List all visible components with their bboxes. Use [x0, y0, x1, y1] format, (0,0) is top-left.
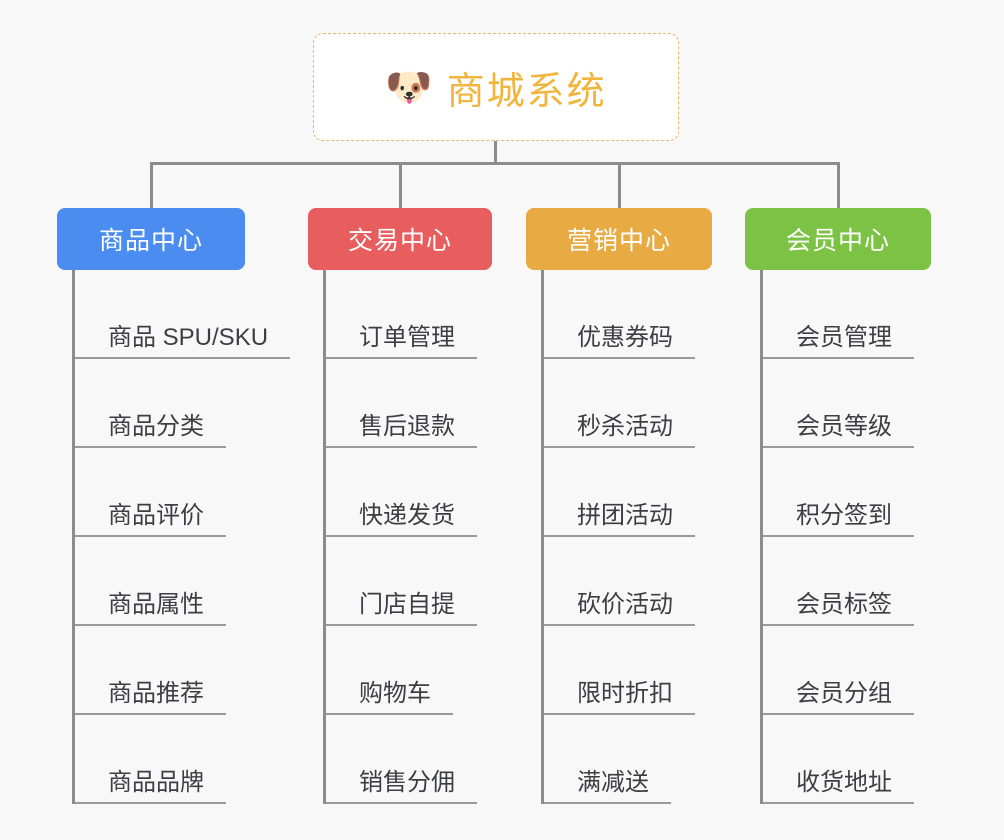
leaf-item-label: 会员标签 [796, 584, 914, 626]
leaf-item-label: 会员管理 [796, 317, 914, 359]
leaf-item[interactable]: 会员分组 [763, 626, 931, 715]
connector-drop-product-center [150, 162, 153, 208]
leaf-item-label: 快递发货 [359, 495, 477, 537]
leaf-item[interactable]: 限时折扣 [544, 626, 712, 715]
leaf-item-label: 购物车 [359, 673, 453, 715]
branch-header-label: 商品中心 [98, 227, 203, 255]
leaf-item-label: 满减送 [577, 762, 671, 804]
branch-header-trade-center[interactable]: 交易中心 [308, 208, 492, 270]
connector-drop-trade-center [399, 162, 402, 208]
root-node[interactable]: 🐶 商城系统 [313, 33, 679, 141]
branch-header-label: 会员中心 [785, 227, 890, 255]
leaf-item[interactable]: 会员标签 [763, 537, 931, 626]
leaf-item[interactable]: 门店自提 [326, 537, 492, 626]
leaf-item[interactable]: 优惠券码 [544, 270, 712, 359]
leaf-item[interactable]: 商品推荐 [75, 626, 245, 715]
leaf-item-label: 收货地址 [796, 762, 914, 804]
leaf-item[interactable]: 快递发货 [326, 448, 492, 537]
leaf-item-label: 门店自提 [359, 584, 477, 626]
leaf-item[interactable]: 商品 SPU/SKU [75, 270, 291, 359]
root-title: 商城系统 [446, 70, 607, 113]
leaf-list-member-center: 会员管理会员等级积分签到会员标签会员分组收货地址 [760, 270, 931, 804]
leaf-item-label: 限时折扣 [577, 673, 695, 715]
leaf-list-marketing-center: 优惠券码秒杀活动拼团活动砍价活动限时折扣满减送 [541, 270, 712, 804]
connector-horizontal-bus [150, 162, 840, 165]
leaf-item-label: 会员等级 [796, 406, 914, 448]
leaf-item[interactable]: 商品分类 [75, 359, 245, 448]
leaf-item-label: 商品推荐 [108, 673, 226, 715]
leaf-item[interactable]: 砍价活动 [544, 537, 712, 626]
branch-product-center: 商品中心商品 SPU/SKU 商品分类商品评价商品属性商品推荐商品品牌 [57, 208, 291, 804]
leaf-item-label: 商品品牌 [108, 762, 226, 804]
leaf-item-label: 积分签到 [796, 495, 914, 537]
leaf-item[interactable]: 商品品牌 [75, 715, 245, 804]
leaf-item[interactable]: 售后退款 [326, 359, 492, 448]
leaf-item-label: 会员分组 [796, 673, 914, 715]
leaf-item[interactable]: 销售分佣 [326, 715, 492, 804]
leaf-item-label: 售后退款 [359, 406, 477, 448]
branch-header-marketing-center[interactable]: 营销中心 [526, 208, 712, 270]
leaf-item-label: 优惠券码 [577, 317, 695, 359]
leaf-item-label: 销售分佣 [359, 762, 477, 804]
leaf-item-label: 商品 SPU/SKU [108, 317, 291, 359]
leaf-item-label: 秒杀活动 [577, 406, 695, 448]
leaf-item[interactable]: 购物车 [326, 626, 492, 715]
branch-header-product-center[interactable]: 商品中心 [57, 208, 245, 270]
leaf-item[interactable]: 积分签到 [763, 448, 931, 537]
leaf-item[interactable]: 商品评价 [75, 448, 245, 537]
leaf-item[interactable]: 订单管理 [326, 270, 492, 359]
leaf-item[interactable]: 会员管理 [763, 270, 931, 359]
leaf-item[interactable]: 秒杀活动 [544, 359, 712, 448]
branch-header-label: 交易中心 [347, 227, 452, 255]
leaf-item-label: 商品分类 [108, 406, 226, 448]
branch-header-member-center[interactable]: 会员中心 [745, 208, 931, 270]
connector-drop-marketing-center [618, 162, 621, 208]
connector-drop-member-center [837, 162, 840, 208]
branch-trade-center: 交易中心订单管理售后退款快递发货门店自提购物车销售分佣 [308, 208, 492, 804]
leaf-item[interactable]: 会员等级 [763, 359, 931, 448]
branch-member-center: 会员中心会员管理会员等级积分签到会员标签会员分组收货地址 [745, 208, 931, 804]
connector-root-stem [494, 141, 497, 164]
leaf-item-label: 拼团活动 [577, 495, 695, 537]
branch-marketing-center: 营销中心优惠券码秒杀活动拼团活动砍价活动限时折扣满减送 [526, 208, 712, 804]
leaf-list-trade-center: 订单管理售后退款快递发货门店自提购物车销售分佣 [323, 270, 492, 804]
leaf-item-label: 砍价活动 [577, 584, 695, 626]
leaf-item[interactable]: 拼团活动 [544, 448, 712, 537]
leaf-item-label: 商品评价 [108, 495, 226, 537]
branch-header-label: 营销中心 [566, 227, 671, 255]
leaf-item[interactable]: 收货地址 [763, 715, 931, 804]
dog-face-icon: 🐶 [385, 65, 433, 109]
leaf-list-product-center: 商品 SPU/SKU 商品分类商品评价商品属性商品推荐商品品牌 [72, 270, 291, 804]
leaf-item-label: 订单管理 [359, 317, 477, 359]
leaf-item[interactable]: 满减送 [544, 715, 712, 804]
leaf-item[interactable]: 商品属性 [75, 537, 245, 626]
leaf-item-label: 商品属性 [108, 584, 226, 626]
